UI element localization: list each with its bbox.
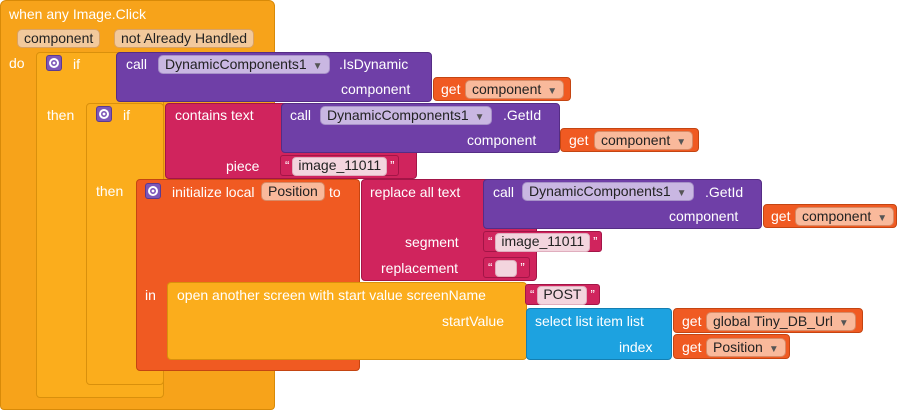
gear-icon[interactable] — [96, 106, 112, 122]
get-var-dropdown[interactable]: component▼ — [795, 207, 895, 226]
in-label: in — [145, 287, 156, 303]
dropdown-arrow-icon: ▼ — [877, 213, 888, 224]
segment-string-block[interactable]: “image_11011” — [483, 231, 603, 252]
screen-name-string-block[interactable]: “POST” — [525, 284, 600, 305]
get-label: get — [682, 313, 702, 329]
dropdown-arrow-icon: ▼ — [474, 112, 485, 123]
replacement-string-block[interactable]: “” — [483, 257, 530, 278]
event-title: when any Image.Click — [9, 6, 146, 22]
dropdown-arrow-icon: ▼ — [676, 188, 687, 199]
arg-label-component: component — [669, 208, 739, 224]
get-label: get — [682, 339, 702, 355]
local-var-name[interactable]: Position — [261, 182, 325, 201]
get-var-dropdown[interactable]: component▼ — [594, 131, 694, 150]
dropdown-arrow-icon: ▼ — [547, 86, 558, 97]
select-list-label: select list item list — [535, 313, 644, 329]
index-label: index — [619, 339, 653, 355]
get-label: get — [771, 208, 791, 224]
method-label: .GetId — [503, 107, 542, 123]
global-var-dropdown[interactable]: global Tiny_DB_Url▼ — [706, 312, 856, 331]
if1-then-label: then — [47, 107, 75, 123]
segment-string-value[interactable]: image_11011 — [495, 232, 591, 252]
event-param-component[interactable]: component — [17, 29, 101, 48]
replace-label: replace all text — [370, 184, 461, 200]
dropdown-arrow-icon: ▼ — [838, 318, 849, 329]
open-screen-label: open another screen with start value scr… — [177, 287, 486, 303]
init-local-label: initialize local — [172, 184, 255, 200]
init-to-label: to — [329, 184, 341, 200]
position-var-dropdown[interactable]: Position▼ — [706, 338, 786, 357]
call-label: call — [493, 184, 515, 200]
gear-icon[interactable] — [145, 183, 161, 199]
dropdown-arrow-icon: ▼ — [676, 137, 687, 148]
start-value-label: startValue — [442, 313, 504, 329]
component-dropdown[interactable]: DynamicComponents1▼ — [522, 182, 694, 201]
method-label: .IsDynamic — [339, 56, 409, 72]
if1-if-label: if — [73, 56, 80, 72]
method-label: .GetId — [705, 184, 744, 200]
get-var-dropdown[interactable]: component▼ — [465, 80, 565, 99]
select-list-item-block[interactable] — [526, 308, 672, 360]
do-label: do — [9, 55, 25, 71]
piece-label: piece — [226, 158, 260, 174]
piece-string-block[interactable]: “image_11011” — [280, 155, 400, 176]
contains-label: contains text — [175, 107, 254, 123]
segment-label: segment — [405, 234, 459, 250]
dropdown-arrow-icon: ▼ — [312, 61, 323, 72]
screen-name-string-value[interactable]: POST — [537, 285, 588, 305]
call-label: call — [126, 56, 148, 72]
gear-icon[interactable] — [46, 55, 62, 71]
event-param-not-already-handled[interactable]: not Already Handled — [114, 29, 255, 48]
call-label: call — [290, 107, 312, 123]
get-label: get — [441, 81, 461, 97]
arg-label-component: component — [467, 132, 537, 148]
open-another-screen-block[interactable] — [167, 282, 527, 360]
component-dropdown[interactable]: DynamicComponents1▼ — [158, 55, 330, 74]
replacement-label: replacement — [381, 260, 459, 276]
if2-if-label: if — [123, 107, 130, 123]
component-dropdown[interactable]: DynamicComponents1▼ — [320, 106, 492, 125]
arg-label-component: component — [341, 81, 411, 97]
dropdown-arrow-icon: ▼ — [768, 344, 779, 355]
if2-then-label: then — [96, 183, 124, 199]
piece-string-value[interactable]: image_11011 — [292, 156, 388, 176]
replacement-string-value[interactable] — [495, 259, 518, 277]
get-label: get — [569, 132, 589, 148]
